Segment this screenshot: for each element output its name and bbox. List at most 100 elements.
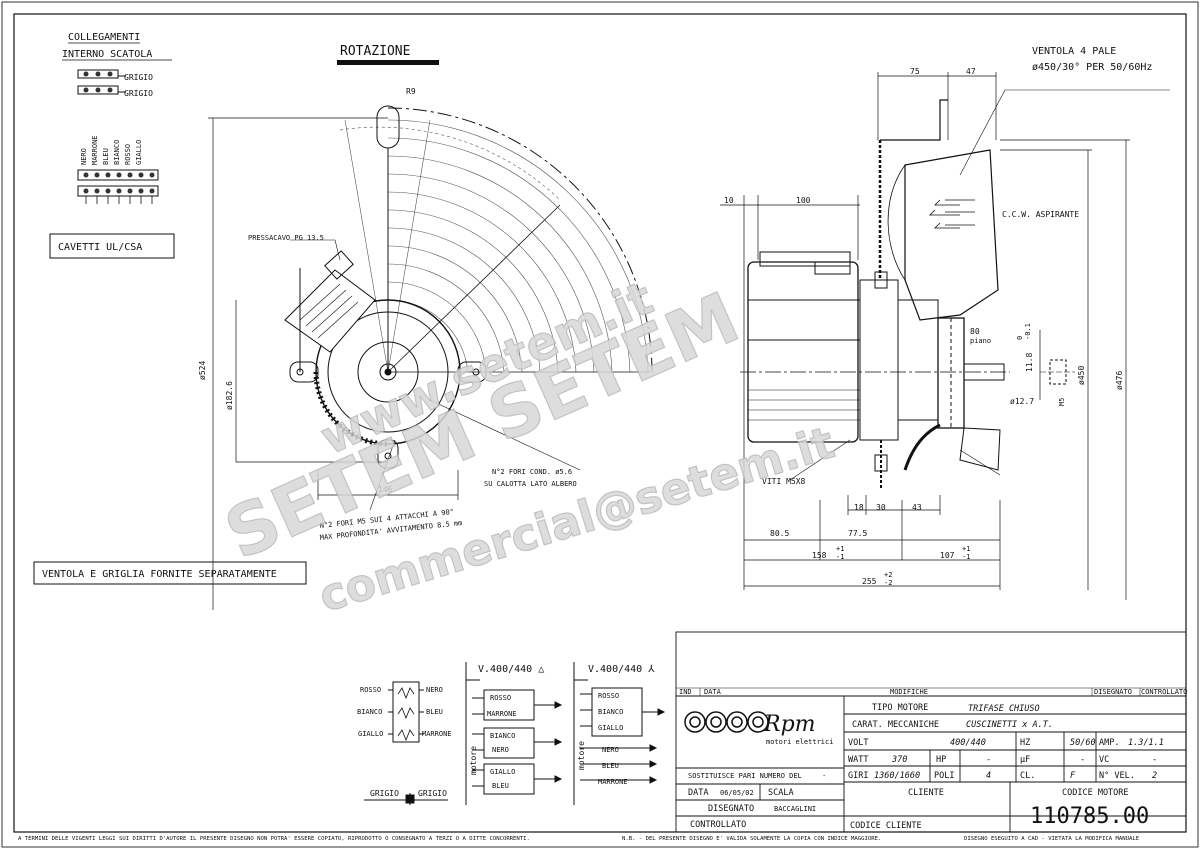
footer-left: A TERMINI DELLE VIGENTI LEGGI SUI DIRITT…	[18, 836, 530, 842]
d524-label: ø524	[198, 361, 207, 380]
wire-label-0: NERO	[80, 148, 88, 165]
mech-label: CARAT. MECCANICHE	[852, 720, 939, 730]
amp-value: 1.3/1.1	[1128, 738, 1164, 748]
tol-up: 0	[1016, 336, 1024, 340]
d127-label: ø12.7	[1010, 397, 1034, 406]
replaces-value: -	[822, 772, 826, 780]
dim-100: 100	[796, 196, 811, 205]
client-label: CLIENTE	[908, 788, 944, 798]
tol-107-up: +1	[962, 545, 970, 553]
motor-type-value: TRIFASE CHIUSO	[968, 704, 1040, 714]
cable-note: CAVETTI UL/CSA	[58, 242, 142, 253]
footer-mid: N.B. - DEL PRESENTE DISEGNO E' VALIDA SO…	[622, 836, 881, 842]
volt-label: VOLT	[848, 738, 868, 748]
star-term-1: BIANCO	[598, 708, 623, 716]
delta-term-1: MARRONE	[487, 710, 517, 718]
dim-805: 80.5	[770, 529, 789, 538]
grey-right: GRIGIO	[418, 789, 447, 798]
rotation-title: ROTAZIONE	[340, 44, 410, 59]
drawn-value: BACCAGLINI	[774, 805, 816, 813]
connections-block: COLLEGAMENTI INTERNO SCATOLA GRIGIO GRIG…	[62, 32, 172, 204]
vc-label: VC	[1099, 755, 1109, 765]
d476-label: ø476	[1115, 371, 1124, 390]
supply-note: VENTOLA E GRIGLIA FORNITE SEPARATAMENTE	[42, 569, 277, 580]
volt-value: 400/440	[950, 738, 986, 748]
tol-158-up: +1	[836, 545, 844, 553]
rev-ind: IND	[679, 688, 692, 696]
star-term-5: MARRONE	[598, 778, 628, 786]
date-value: 06/05/02	[720, 789, 754, 797]
watt-label: WATT	[848, 755, 868, 765]
delta-term-0: ROSSO	[490, 694, 511, 702]
delta-term-5: BLEU	[492, 782, 509, 790]
drawn-label: DISEGNATO	[708, 804, 754, 814]
cl-value: F	[1070, 771, 1076, 781]
dim-775: 77.5	[848, 529, 867, 538]
rev-disegnato: DISEGNATO	[1094, 688, 1132, 696]
rev-modifiche: MODIFICHE	[890, 688, 928, 696]
wiring-right-2: MARRONE	[422, 730, 452, 738]
holes-note-2: SU CALOTTA LATO ALBERO	[484, 480, 577, 488]
wire-label-3: BIANCO	[113, 140, 121, 165]
brand-sub: motori elettrici	[766, 738, 833, 746]
connections-title-1: COLLEGAMENTI	[68, 32, 140, 43]
d450-label: ø450	[1077, 366, 1086, 385]
watt-value: 370	[891, 755, 907, 765]
rev-controllato: CONTROLLATO	[1141, 688, 1187, 696]
front-view	[208, 105, 653, 610]
star-title: V.400/440 ⅄	[588, 664, 655, 675]
grey-label-2: GRIGIO	[124, 89, 153, 98]
amp-label: AMP.	[1099, 738, 1119, 748]
tol-255-down: -2	[884, 579, 892, 587]
motore-label-star: motore	[577, 741, 586, 770]
wire-label-2: BLEU	[102, 148, 110, 165]
motor-code-value: 110785.00	[1030, 804, 1149, 829]
dim-80: 80	[970, 327, 980, 336]
piano-label: piano	[970, 337, 991, 345]
shaft-tol: 11.8	[1025, 353, 1034, 372]
wiring-left-2: GIALLO	[358, 730, 383, 738]
dim-47: 47	[966, 67, 976, 76]
tol-107-down: -1	[962, 553, 970, 561]
delta-term-4: GIALLO	[490, 768, 515, 776]
ccw-label: C.C.W. ASPIRANTE	[1002, 210, 1079, 219]
hp-value: -	[986, 755, 991, 765]
vc-value: -	[1152, 755, 1157, 765]
delta-term-2: BIANCO	[490, 732, 515, 740]
screws-label: VITI M5X8	[762, 477, 806, 486]
tol-255-up: +2	[884, 571, 892, 579]
delta-title: V.400/440 △	[478, 664, 544, 675]
scale-label: SCALA	[768, 788, 794, 798]
dim-107: 107	[940, 551, 955, 560]
wire-label-5: GIALLO	[135, 140, 143, 165]
cable-note-box	[49, 233, 175, 259]
inner-frame	[13, 13, 1187, 833]
checked-label: CONTROLLATO	[690, 820, 746, 830]
motore-label-delta: motore	[469, 746, 478, 775]
title-block	[675, 631, 1187, 833]
nvel-label: N° VEL.	[1099, 771, 1135, 781]
tol-158-down: -1	[836, 553, 844, 561]
motor-type-label: TIPO MOTORE	[872, 703, 928, 713]
mech-value: CUSCINETTI x A.T.	[966, 720, 1053, 730]
dim-10: 10	[724, 196, 734, 205]
hz-value: 50/60	[1070, 738, 1096, 748]
supply-note-box	[33, 561, 307, 585]
uf-value: -	[1080, 755, 1085, 765]
dim-30: 30	[876, 503, 886, 512]
fan-label-2: ø450/30° PER 50/60Hz	[1032, 62, 1152, 73]
wiring-right-0: NERO	[426, 686, 443, 694]
star-term-0: ROSSO	[598, 692, 619, 700]
rev-data: DATA	[704, 688, 722, 696]
m5-label: M5	[1058, 398, 1066, 406]
brand-logo-text: Rpm	[763, 712, 816, 737]
poli-label: POLI	[934, 771, 954, 781]
dim-158: 158	[812, 551, 827, 560]
star-term-3: NERO	[602, 746, 619, 754]
wiring-diagrams	[364, 662, 666, 805]
hp-label: HP	[936, 755, 946, 765]
star-term-2: GIALLO	[598, 724, 623, 732]
footer-right: DISEGNO ESEGUITO A CAD - VIETATA LA MODI…	[964, 836, 1140, 842]
dim-75: 75	[910, 67, 920, 76]
